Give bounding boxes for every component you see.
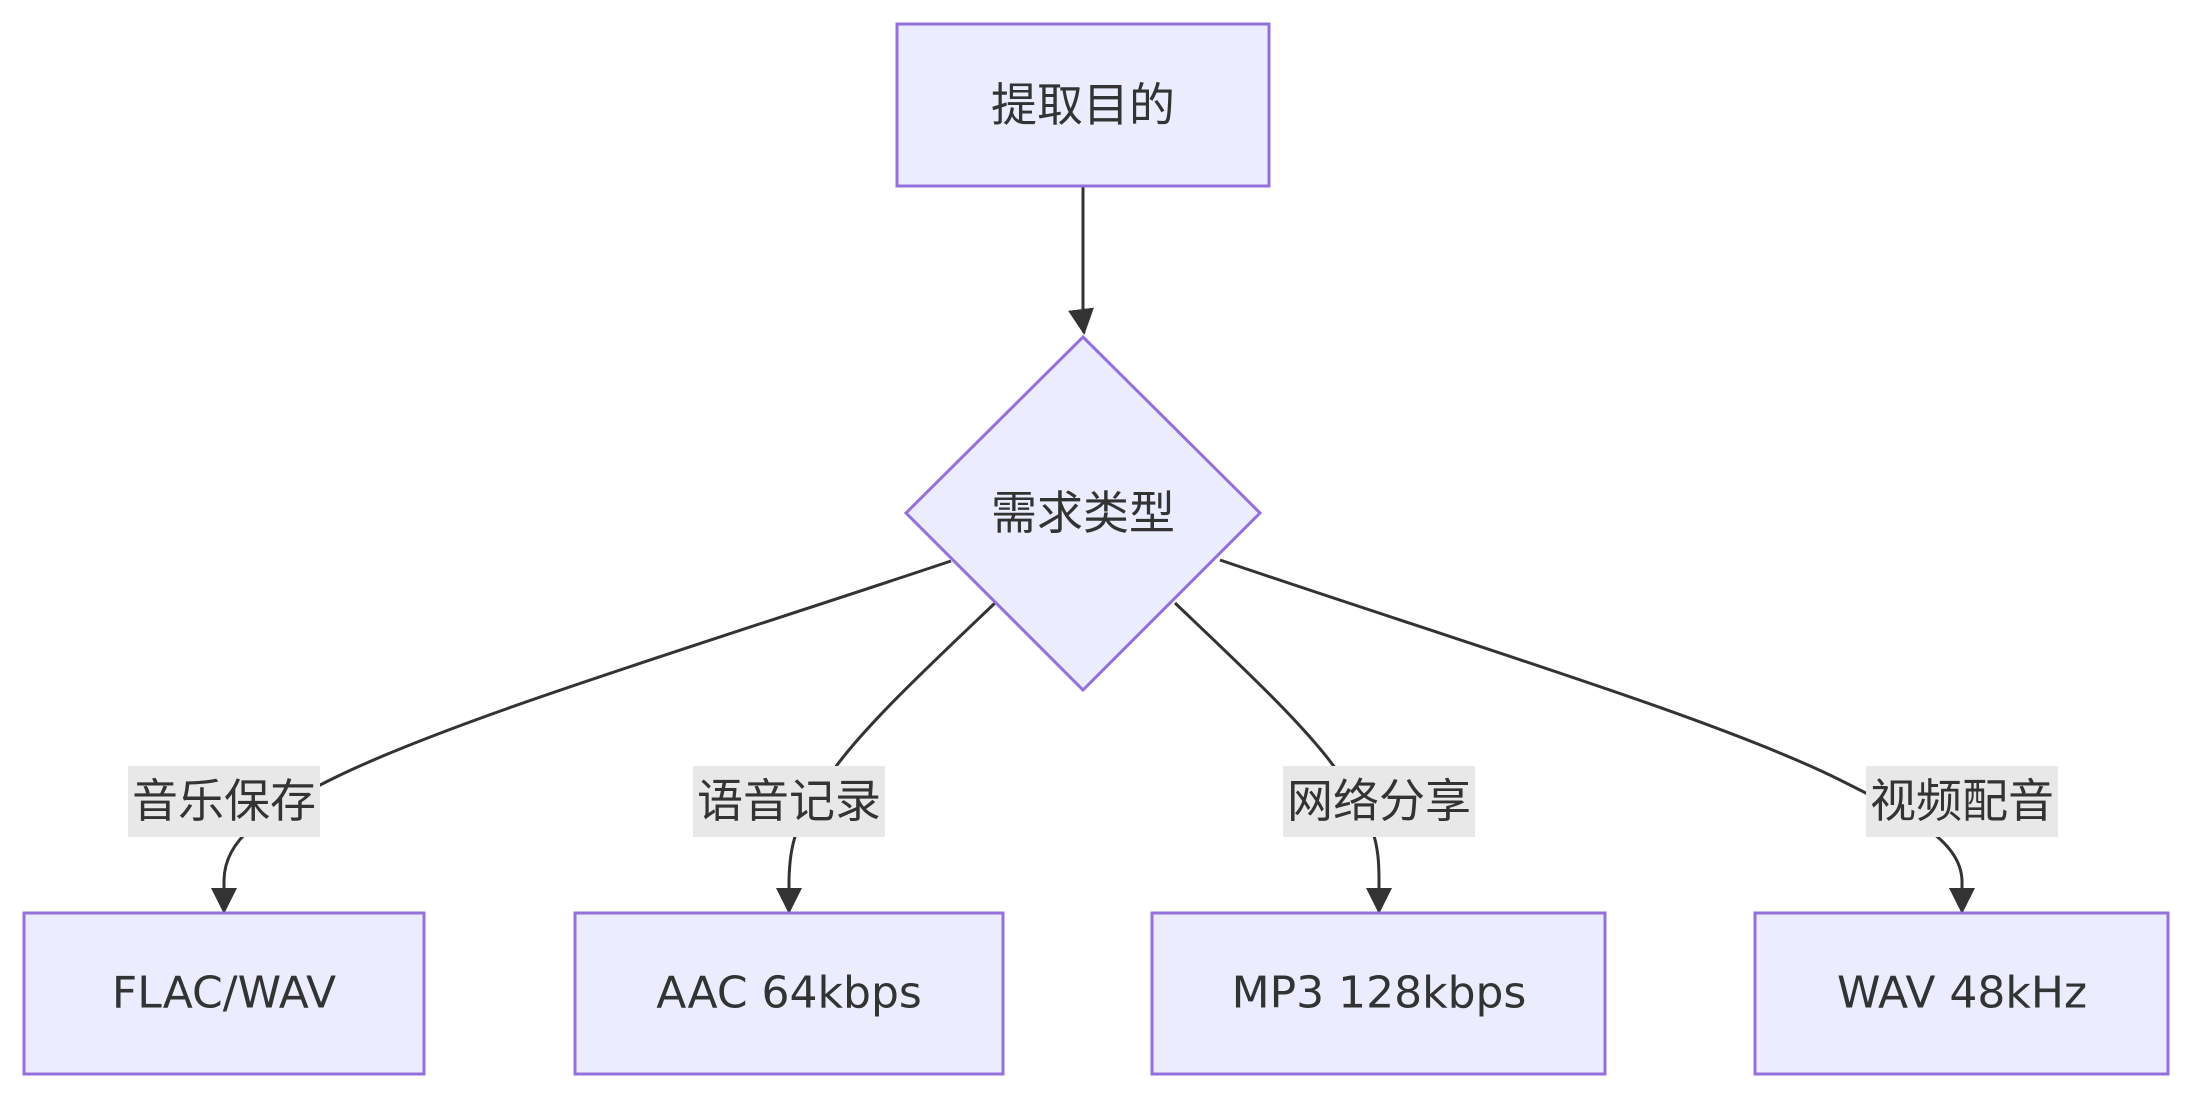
node-wav-48khz[interactable]: WAV 48kHz	[1753, 911, 2170, 1076]
node-flac-wav[interactable]: FLAC/WAV	[22, 911, 426, 1076]
node-extract-purpose[interactable]: 提取目的	[895, 22, 1271, 188]
edge-label-voice-record: 语音记录	[693, 766, 885, 837]
node-requirement-type-label: 需求类型	[991, 486, 1175, 540]
edge-start-to-decision	[1068, 186, 1094, 335]
edge-label-music-save-text: 音乐保存	[132, 774, 316, 828]
edge-label-video-dub-text: 视频配音	[1870, 774, 2054, 828]
edge-label-web-share: 网络分享	[1283, 766, 1475, 837]
node-extract-purpose-label: 提取目的	[991, 78, 1175, 132]
nodes: 提取目的 需求类型 FLAC/WAV AAC 64kbps MP3 128kbp…	[22, 22, 2170, 1076]
node-mp3-128kbps[interactable]: MP3 128kbps	[1150, 911, 1607, 1076]
edge-label-video-dub: 视频配音	[1866, 766, 2058, 837]
edge-labels: 音乐保存 语音记录 网络分享 视频配音	[128, 766, 2058, 837]
edge-label-music-save: 音乐保存	[128, 766, 320, 837]
edge-decision-to-mp3	[1173, 601, 1392, 914]
edge-label-voice-record-text: 语音记录	[697, 774, 881, 828]
edge-decision-to-flac	[211, 559, 952, 914]
node-wav-48khz-label: WAV 48kHz	[1837, 968, 2087, 1019]
node-flac-wav-label: FLAC/WAV	[112, 968, 336, 1019]
node-aac-64kbps-label: AAC 64kbps	[656, 968, 922, 1019]
node-requirement-type[interactable]: 需求类型	[903, 334, 1263, 693]
edge-decision-to-aac	[776, 601, 997, 914]
node-aac-64kbps[interactable]: AAC 64kbps	[573, 911, 1005, 1076]
edge-label-web-share-text: 网络分享	[1287, 774, 1471, 828]
edge-decision-to-wav48	[1219, 558, 1975, 914]
node-mp3-128kbps-label: MP3 128kbps	[1232, 968, 1527, 1019]
